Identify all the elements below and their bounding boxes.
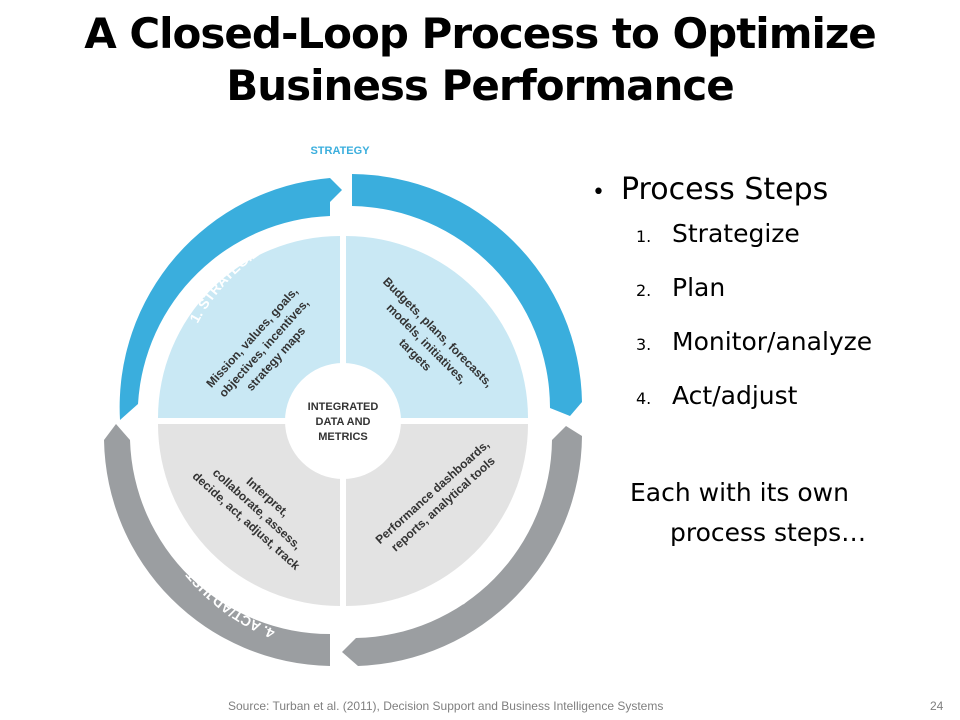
quadrant-strategize — [158, 236, 340, 418]
title-line-1: A Closed-Loop Process to Optimize — [84, 9, 877, 58]
center-line-1: INTEGRATED — [308, 401, 379, 413]
title-line-2: Business Performance — [226, 61, 735, 110]
list-item: 3. Monitor/analyze — [636, 327, 952, 381]
center-line-2: DATA AND — [316, 416, 371, 428]
ring-monitor — [342, 426, 582, 666]
list-item: 1. Strategize — [636, 219, 952, 273]
closed-loop-diagram: INTEGRATED DATA AND METRICS STRATEGY 1. … — [90, 140, 610, 680]
heading-text: Process Steps — [620, 172, 829, 207]
step-number: 4. — [636, 389, 652, 408]
step-label: Monitor/analyze — [672, 327, 873, 356]
strategy-label: STRATEGY — [310, 145, 370, 157]
page-number: 24 — [930, 699, 944, 713]
diagram-svg: INTEGRATED DATA AND METRICS STRATEGY 1. … — [104, 145, 582, 666]
step-number: 2. — [636, 281, 652, 300]
step-label: Act/adjust — [672, 381, 798, 410]
source-citation: Source: Turban et al. (2011), Decision S… — [228, 699, 664, 713]
list-item: 4. Act/adjust — [636, 381, 952, 435]
step-label: Strategize — [672, 219, 800, 248]
step-number: 3. — [636, 335, 652, 354]
ring-strategize — [119, 178, 343, 420]
quadrant-plan — [346, 236, 528, 418]
bullet-dot-icon: • — [592, 180, 605, 205]
center-circle — [285, 363, 401, 479]
note-line-1: Each with its own — [630, 478, 849, 507]
bullet-heading: • Process Steps — [592, 172, 952, 207]
quadrant-monitor — [346, 424, 528, 606]
ring-act — [104, 424, 330, 666]
quadrant-act — [158, 424, 340, 606]
ring-plan — [352, 174, 582, 416]
slide-title: A Closed-Loop Process to Optimize Busine… — [0, 8, 960, 112]
step-label: Plan — [672, 273, 726, 302]
step-number: 1. — [636, 227, 652, 246]
process-steps-list: • Process Steps 1. Strategize 2. Plan 3.… — [592, 172, 952, 553]
closing-note: Each with its own process steps… — [592, 473, 952, 553]
steps-list: 1. Strategize 2. Plan 3. Monitor/analyze… — [592, 219, 952, 435]
center-line-3: METRICS — [318, 431, 368, 443]
note-line-2: process steps… — [670, 518, 867, 547]
list-item: 2. Plan — [636, 273, 952, 327]
